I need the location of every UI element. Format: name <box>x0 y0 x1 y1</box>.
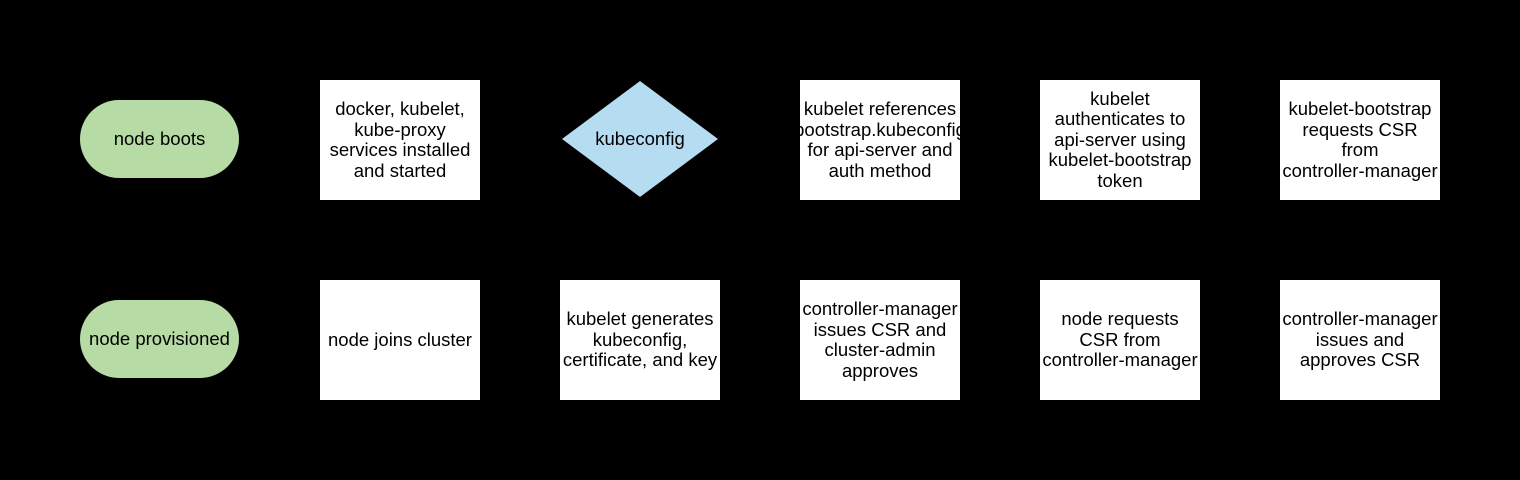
process-kubelet-generates-label: kubelet generates kubeconfig, certificat… <box>562 308 718 371</box>
process-services-installed-label: docker, kubelet, kube-proxy services ins… <box>329 98 471 181</box>
process-kubelet-generates: kubelet generates kubeconfig, certificat… <box>560 280 720 400</box>
terminator-node-provisioned: node provisioned <box>80 300 239 378</box>
terminator-node-boots: node boots <box>80 100 239 178</box>
process-kubelet-authenticates-label: kubelet authenticates to api-server usin… <box>1048 87 1192 191</box>
terminator-node-boots-label: node boots <box>113 127 206 149</box>
process-node-joins-cluster: node joins cluster <box>320 280 480 400</box>
process-cm-issues-approves-label: controller-manager issues and approves C… <box>1282 308 1438 371</box>
process-cm-issues-admin-approves: controller-manager issues CSR and cluste… <box>800 280 960 400</box>
process-kubelet-references: kubelet references bootstrap.kubeconfig … <box>794 80 966 200</box>
decision-kubeconfig-label: kubeconfig <box>595 127 685 149</box>
process-services-installed: docker, kubelet, kube-proxy services ins… <box>320 80 480 200</box>
process-node-requests-csr-label: node requests CSR from controller-manage… <box>1042 308 1198 371</box>
process-kubelet-references-label: kubelet references bootstrap.kubeconfig … <box>794 98 966 181</box>
process-kubelet-authenticates: kubelet authenticates to api-server usin… <box>1040 80 1200 200</box>
terminator-node-provisioned-label: node provisioned <box>89 327 230 349</box>
process-cm-issues-admin-approves-label: controller-manager issues CSR and cluste… <box>802 298 958 381</box>
process-node-requests-csr: node requests CSR from controller-manage… <box>1040 280 1200 400</box>
process-cm-issues-approves: controller-manager issues and approves C… <box>1280 280 1440 400</box>
process-bootstrap-requests-csr: kubelet-bootstrap requests CSR from cont… <box>1280 80 1440 200</box>
process-bootstrap-requests-csr-label: kubelet-bootstrap requests CSR from cont… <box>1282 98 1438 181</box>
process-node-joins-cluster-label: node joins cluster <box>328 328 472 350</box>
decision-kubeconfig-diamond: kubeconfig <box>562 81 718 197</box>
